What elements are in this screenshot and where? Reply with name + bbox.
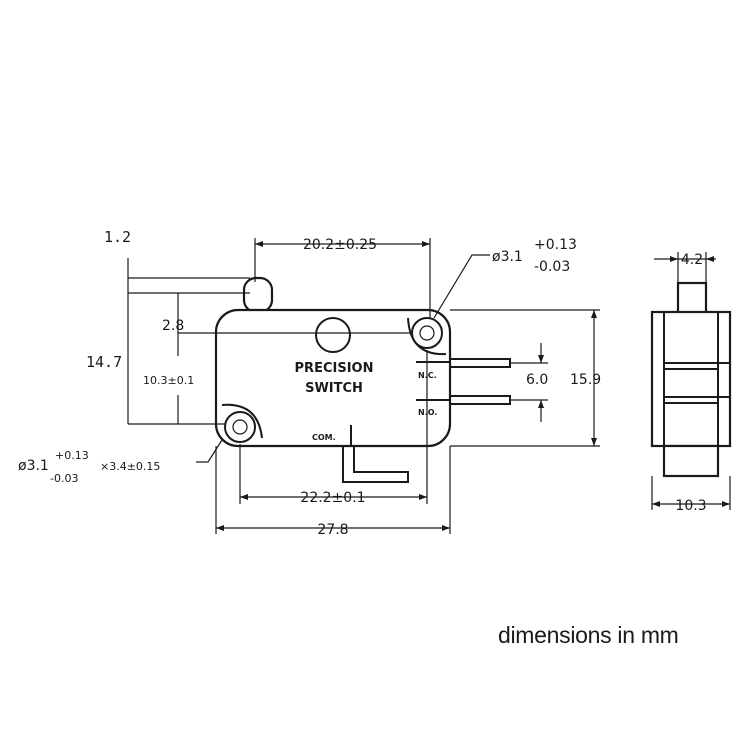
dim-hole-dia-left-suffix: ×3.4±0.15 (100, 460, 160, 473)
arrow (538, 355, 544, 363)
leader-hole-left (196, 439, 223, 463)
switch-label-line2: SWITCH (305, 381, 363, 396)
arrow (670, 256, 678, 262)
arrow (538, 400, 544, 408)
side-actuator (676, 281, 708, 315)
arrow (255, 241, 263, 247)
arrow (591, 438, 597, 446)
dim-hole-spacing-vertical: 10.3±0.1 (143, 374, 194, 387)
arrow (419, 494, 427, 500)
front-view: PRECISION SWITCH N.C. N.O. COM. (214, 276, 511, 483)
dim-actuator-height: 1.2 (104, 228, 131, 246)
dim-side-width: 10.3 (675, 498, 706, 514)
no-label: N.O. (418, 408, 437, 417)
dim-side-actuator-width: 4.2 (681, 252, 703, 268)
dim-hole-dia-left-plus: +0.13 (55, 449, 89, 462)
com-label: COM. (312, 433, 336, 442)
hole-boss-top-right (407, 317, 447, 356)
front-dimensions: 1.2 20.2±0.25 ø3.1 +0.13 -0.03 2.8 14.7 … (18, 228, 601, 538)
dim-hole-dia-left-minus: -0.03 (50, 472, 78, 485)
dim-hole-pitch-top: 20.2±0.25 (303, 237, 377, 253)
arrow (240, 494, 248, 500)
dim-terminal-pitch: 6.0 (526, 372, 548, 388)
leader-hole-right (433, 254, 490, 319)
dim-overall-height-left: 14.7 (86, 353, 122, 371)
dim-hole-pitch-bottom: 22.2±0.1 (300, 490, 365, 506)
dim-actuator-to-hole: 2.8 (162, 318, 184, 334)
pivot-circle (315, 317, 351, 353)
dim-hole-dia-left-base: ø3.1 (18, 458, 49, 474)
mounting-hole-bottom-left-inner (232, 419, 248, 435)
arrow (652, 501, 660, 507)
actuator-plunger (242, 276, 274, 314)
com-terminal (342, 446, 409, 483)
side-view: 4.2 10.3 (650, 252, 732, 514)
arrow (591, 310, 597, 318)
arrow (442, 525, 450, 531)
switch-label-line1: PRECISION (295, 361, 374, 376)
arrow (706, 256, 714, 262)
units-note: dimensions in mm (498, 622, 679, 648)
switch-body (214, 308, 452, 448)
side-com-terminal (662, 444, 720, 478)
dim-body-height: 15.9 (570, 372, 601, 388)
arrow (722, 501, 730, 507)
mounting-hole-top-right-inner (419, 325, 435, 341)
nc-terminal (449, 358, 511, 368)
dim-hole-dia-right-plus: +0.13 (534, 237, 577, 253)
hole-boss-bottom-left (221, 403, 263, 439)
arrow (422, 241, 430, 247)
arrow (216, 525, 224, 531)
dim-hole-dia-right-base: ø3.1 (492, 249, 523, 265)
no-terminal (449, 395, 511, 405)
mounting-hole-bottom-left (224, 411, 256, 443)
dim-hole-dia-right-minus: -0.03 (534, 259, 570, 275)
dim-body-length: 27.8 (317, 522, 348, 538)
